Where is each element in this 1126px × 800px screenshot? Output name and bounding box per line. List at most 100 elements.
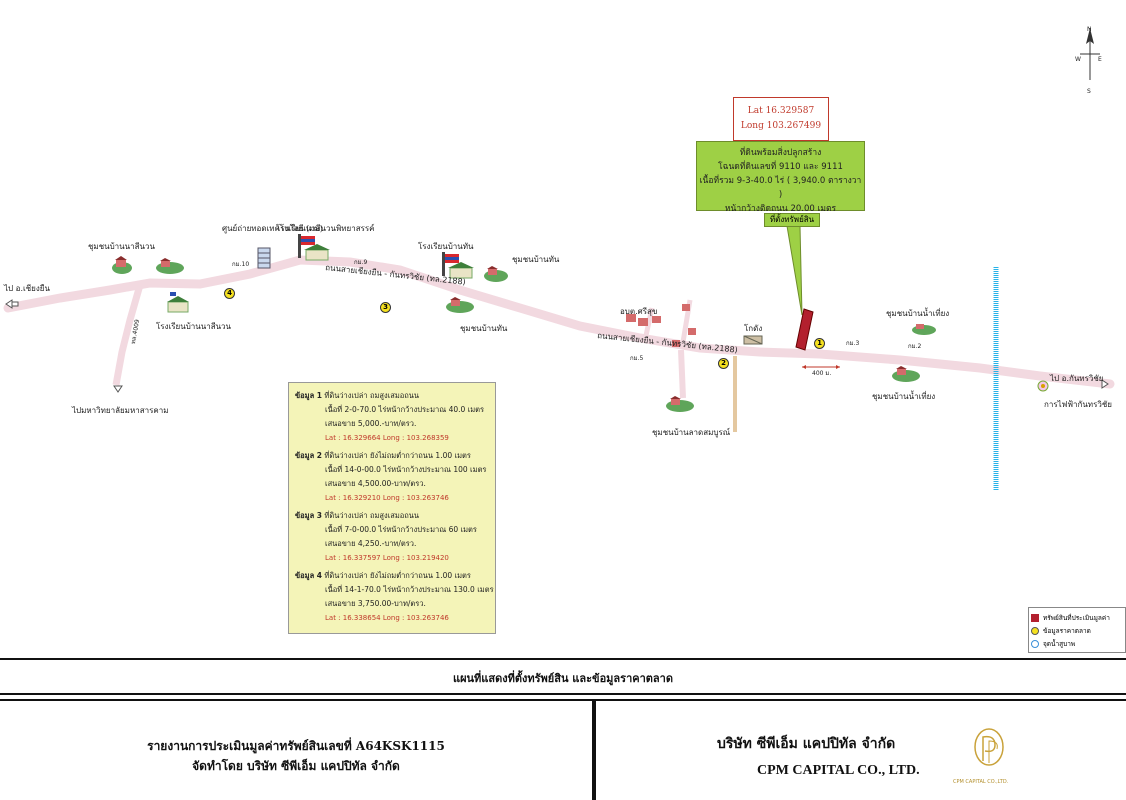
entry-desc: ที่ดินว่างเปล่า ยังไม่ถมต่ำกว่าถนน 1.00 … <box>324 571 471 580</box>
logo-caption: CPM CAPITAL CO.,LTD. <box>953 779 1009 785</box>
place-school-phithaya: โรงเรียนนาสีนวนพิทยาสรรค์ <box>276 224 375 233</box>
company-name-en: CPM CAPITAL CO., LTD. <box>757 763 920 778</box>
label-to-msu: ไปมหาวิทยาลัยมหาสารคาม <box>72 406 169 415</box>
map-title: แผนที่แสดงที่ตั้งทรัพย์สิน และข้อมูลราคา… <box>453 672 673 685</box>
market-data-box: ข้อมูล 1 ที่ดินว่างเปล่า ถมสูงเสมอถนน เน… <box>288 382 496 634</box>
map-canvas <box>3 28 1115 490</box>
place-ban-lat-sombun: ชุมชนบ้านลาดสมบูรณ์ <box>652 428 731 437</box>
arrow-to-kantharawichai <box>1101 379 1109 389</box>
market-entry-1: ข้อมูล 1 ที่ดินว่างเปล่า ถมสูงเสมอถนน เน… <box>295 389 491 445</box>
label-km5: กม.5 <box>630 355 644 362</box>
market-entry-3: ข้อมูล 3 ที่ดินว่างเปล่า ถมสูงเสมอถนน เน… <box>295 509 491 565</box>
distance-arrow-right-head <box>836 365 840 369</box>
entry-area: เนื้อที่ 14-1-70.0 ไร่หน้ากว้างประมาณ 13… <box>325 585 494 594</box>
divider-map-bottom <box>0 658 1126 660</box>
market-marker-2: 2 <box>718 358 729 369</box>
entry-head: ข้อมูล 1 <box>295 391 323 400</box>
school-icon-ban-than <box>442 252 474 279</box>
map-legend: ทรัพย์สินที่ประเมินมูลค่า ข้อมูลราคาตลาด… <box>1028 607 1126 653</box>
compass-w: W <box>1075 56 1081 63</box>
main-road <box>3 255 1115 389</box>
company-name-th: บริษัท ซีพีเอ็ม แคปปิทัล จำกัด <box>717 736 896 752</box>
legend-label: ข้อมูลราคาตลาด <box>1043 626 1091 635</box>
prepared-by: จัดทำโดย บริษัท ซีพีเอ็ม แคปปิทัล จำกัด <box>192 759 400 773</box>
place-obt-si-suk: อบต.ศรีสุข <box>620 307 658 316</box>
place-school-ban-than: โรงเรียนบ้านทัน <box>418 242 474 251</box>
entry-area: เนื้อที่ 14-0-00.0 ไร่หน้ากว้างประมาณ 10… <box>325 465 487 474</box>
label-km2: กม.2 <box>908 343 922 350</box>
village-icon-na-si-nuan-1 <box>112 256 132 274</box>
entry-desc: ที่ดินว่างเปล่า ยังไม่ถมต่ำกว่าถนน 1.00 … <box>324 451 471 460</box>
legend-row-property: ทรัพย์สินที่ประเมินมูลค่า <box>1031 611 1123 624</box>
entry-area: เนื้อที่ 2-0-70.0 ไร่หน้ากว้างประมาณ 40.… <box>325 405 485 414</box>
compass-e: E <box>1098 56 1102 63</box>
coord-long: Long 103.267499 <box>740 121 822 131</box>
label-km10: กม.10 <box>232 261 250 268</box>
place-ban-na-si-nuan: ชุมชนบ้านนาสีนวน <box>88 242 155 251</box>
entry-head: ข้อมูล 4 <box>295 571 323 580</box>
legend-label: ทรัพย์สินที่ประเมินมูลค่า <box>1043 613 1110 622</box>
compass-s: S <box>1087 88 1091 95</box>
entry-price: เสนอขาย 3,750.00-บาท/ตรว. <box>325 599 426 608</box>
obt-buildings-icon <box>626 314 661 326</box>
label-to-kantharawichai: ไป อ.กันทรวิชัย <box>1050 374 1104 383</box>
place-ban-nam-thiang-top: ชุมชนบ้านน้ำเที่ยง <box>886 309 950 318</box>
entry-coord: Lat : 16.329664 Long : 103.268359 <box>325 434 449 442</box>
legend-row-water: จุดน้ำสูบาพ <box>1031 637 1123 650</box>
legend-square-icon <box>1031 613 1039 622</box>
village-icon-ban-than-below <box>446 297 474 313</box>
electric-authority-icon <box>1037 380 1049 392</box>
entry-coord: Lat : 16.337597 Long : 103.219420 <box>325 554 449 562</box>
entry-coord: Lat : 16.329210 Long : 103.263746 <box>325 494 449 502</box>
property-line: เนื้อที่รวม 9-3-40.0 ไร่ ( 3,940.0 ตาราง… <box>699 176 862 200</box>
entry-head: ข้อมูล 3 <box>295 511 323 520</box>
property-parcel <box>795 308 814 351</box>
arrow-to-chiang-yuen <box>5 299 19 309</box>
entry-desc: ที่ดินว่างเปล่า ถมสูงเสมอถนน <box>324 391 420 400</box>
branch-road-left <box>642 307 655 341</box>
tech-center-icon <box>257 247 271 269</box>
label-km9: กม.9 <box>354 259 368 266</box>
entry-price: เสนอขาย 5,000.-บาท/ตรว. <box>325 419 417 428</box>
divider-footer-vertical <box>592 701 596 800</box>
divider-footer-top <box>0 699 1126 701</box>
cpm-logo-icon <box>974 728 1004 766</box>
legend-water-icon <box>1031 639 1039 648</box>
entry-desc: ที่ดินว่างเปล่า ถมสูงเสมอถนน <box>324 511 420 520</box>
label-to-chiang-yuen: ไป อ.เชียงยืน <box>4 284 50 293</box>
market-entry-2: ข้อมูล 2 ที่ดินว่างเปล่า ยังไม่ถมต่ำกว่า… <box>295 449 491 505</box>
place-ban-nam-thiang-bottom: ชุมชนบ้านน้ำเที่ยง <box>872 392 936 401</box>
village-icon-ban-than-right <box>484 266 508 282</box>
village-icon-nam-thiang-top <box>912 324 936 335</box>
property-line: หน้ากว้างติดถนน 20.00 เมตร <box>724 204 837 214</box>
property-location-tag: ที่ตั้งทรัพย์สิน <box>764 213 820 227</box>
property-line: โฉนดที่ดินเลขที่ 9110 และ 9111 <box>718 162 843 172</box>
coord-lat: Lat 16.329587 <box>747 106 815 116</box>
market-entry-4: ข้อมูล 4 ที่ดินว่างเปล่า ยังไม่ถมต่ำกว่า… <box>295 569 494 625</box>
coordinate-box: Lat 16.329587 Long 103.267499 <box>733 97 829 141</box>
callout-pointer <box>786 225 803 316</box>
school-icon-phithaya <box>298 234 330 261</box>
footer-report-info: รายงานการประเมินมูลค่าทรัพย์สินเลขที่ A6… <box>0 703 592 800</box>
legend-circle-icon <box>1031 626 1039 635</box>
property-line: ที่ดินพร้อมสิ่งปลูกสร้าง <box>739 148 822 158</box>
entry-head: ข้อมูล 2 <box>295 451 323 460</box>
branch-road-obt <box>678 349 686 399</box>
buildings-icon-east <box>672 304 696 347</box>
distance-arrow-left-head <box>802 365 806 369</box>
legend-label: จุดน้ำสูบาพ <box>1043 639 1076 648</box>
footer-company: บริษัท ซีพีเอ็ม แคปปิทัล จำกัด CPM CAPIT… <box>597 703 1126 800</box>
report-number: รายงานการประเมินมูลค่าทรัพย์สินเลขที่ A6… <box>147 739 445 753</box>
compass-n: N <box>1087 26 1092 33</box>
entry-area: เนื้อที่ 7-0-00.0 ไร่หน้ากว้างประมาณ 60 … <box>325 525 477 534</box>
label-warehouse: โกดัง <box>744 324 763 333</box>
village-icon-nam-thiang-bottom <box>892 366 920 382</box>
entry-coord: Lat : 16.338654 Long : 103.263746 <box>325 614 449 622</box>
label-km3: กม.3 <box>846 340 860 347</box>
village-icon-lat-sombun <box>666 396 694 412</box>
market-marker-3: 3 <box>380 302 391 313</box>
label-distance: 400 ม. <box>812 370 832 377</box>
entry-price: เสนอขาย 4,500.00-บาท/ตรว. <box>325 479 426 488</box>
legend-row-market: ข้อมูลราคาตลาด <box>1031 624 1123 637</box>
